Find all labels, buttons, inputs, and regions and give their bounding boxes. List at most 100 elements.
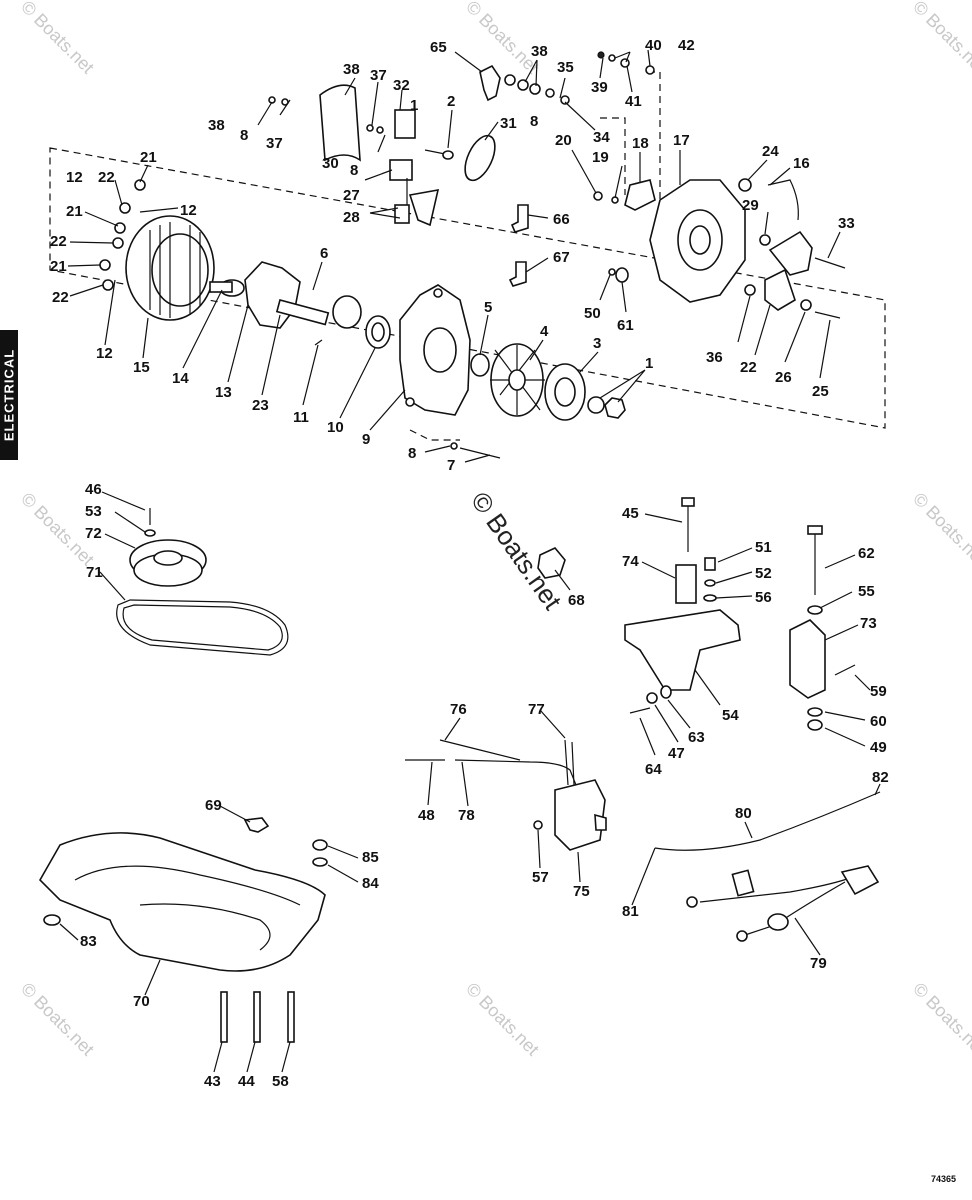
callout: 71 xyxy=(86,564,103,581)
callout: 8 xyxy=(350,162,358,179)
callout: 30 xyxy=(322,155,339,172)
callout: 78 xyxy=(458,807,475,824)
callout: 50 xyxy=(584,305,601,322)
callout: 41 xyxy=(625,93,642,110)
callout: 38 xyxy=(208,117,225,134)
callout: 42 xyxy=(678,37,695,54)
callout: 37 xyxy=(266,135,283,152)
callout: 22 xyxy=(52,289,69,306)
callout: 75 xyxy=(573,883,590,900)
pulley-and-belt xyxy=(116,508,289,656)
callout: 28 xyxy=(343,209,360,226)
callout: 36 xyxy=(706,349,723,366)
callout: 65 xyxy=(430,39,447,56)
watermark: © Boats.net xyxy=(909,979,972,1060)
callout: 16 xyxy=(793,155,810,172)
callout: 2 xyxy=(447,93,455,110)
callout: 33 xyxy=(838,215,855,232)
callout: 80 xyxy=(735,805,752,822)
slip-ring-parts xyxy=(424,134,496,182)
callout: 58 xyxy=(272,1073,289,1090)
callout: 43 xyxy=(204,1073,221,1090)
callout: 49 xyxy=(870,739,887,756)
callout: 61 xyxy=(617,317,634,334)
callout: 76 xyxy=(450,701,467,718)
callout: 63 xyxy=(688,729,705,746)
callout: 84 xyxy=(362,875,379,892)
callout: 9 xyxy=(362,431,370,448)
callout: 21 xyxy=(66,203,83,220)
callout: 45 xyxy=(622,505,639,522)
callout: 85 xyxy=(362,849,379,866)
watermark: © Boats.net xyxy=(909,489,972,570)
callout: 27 xyxy=(343,187,360,204)
callout: 81 xyxy=(622,903,639,920)
callout: 14 xyxy=(172,370,189,387)
callout: 12 xyxy=(96,345,113,362)
drive-end-frame xyxy=(399,284,471,416)
figure-code: 74365 xyxy=(930,1174,956,1184)
callout: 69 xyxy=(205,797,222,814)
callout: 52 xyxy=(755,565,772,582)
callout: 6 xyxy=(320,245,328,262)
callout: 23 xyxy=(252,397,269,414)
callout: 64 xyxy=(645,761,662,778)
callout: 31 xyxy=(500,115,517,132)
callout: 17 xyxy=(673,132,690,149)
callout: 40 xyxy=(645,37,662,54)
callout: 1 xyxy=(645,355,653,372)
callout: 35 xyxy=(557,59,574,76)
callout: 22 xyxy=(98,169,115,186)
callout: 48 xyxy=(418,807,435,824)
callout: 5 xyxy=(484,299,492,316)
callout: 11 xyxy=(293,409,309,426)
callout: 12 xyxy=(180,202,197,219)
callout: 12 xyxy=(66,169,83,186)
callout: 20 xyxy=(555,132,572,149)
callout: 22 xyxy=(740,359,757,376)
callout: 55 xyxy=(858,583,875,600)
clamp xyxy=(537,547,566,579)
wire-harness xyxy=(654,791,881,942)
terminal-hardware xyxy=(268,51,655,134)
slip-ring-end-frame xyxy=(649,178,799,303)
stator xyxy=(99,179,215,321)
callout: 7 xyxy=(447,457,455,474)
callout: 82 xyxy=(872,769,889,786)
callout: 57 xyxy=(532,869,549,886)
clips xyxy=(508,204,529,287)
callout: 66 xyxy=(553,211,570,228)
callout: 68 xyxy=(568,592,585,609)
callout: 67 xyxy=(553,249,570,266)
callout: 29 xyxy=(742,197,759,214)
mounting-bracket xyxy=(624,497,741,714)
callout: 74 xyxy=(622,553,639,570)
callout: 3 xyxy=(593,335,601,352)
callout: 59 xyxy=(870,683,887,700)
callout: 21 xyxy=(140,149,157,166)
callout: 83 xyxy=(80,933,97,950)
callout: 44 xyxy=(238,1073,255,1090)
callout: 62 xyxy=(858,545,875,562)
watermark: © Boats.net xyxy=(17,0,98,78)
callout: 8 xyxy=(530,113,538,130)
callout: 18 xyxy=(632,135,649,152)
callout: 72 xyxy=(85,525,102,542)
callout: 38 xyxy=(343,61,360,78)
callout: 47 xyxy=(668,745,685,762)
callout: 38 xyxy=(531,43,548,60)
callout: 19 xyxy=(592,149,609,166)
callout: 70 xyxy=(133,993,150,1010)
bearing-parts xyxy=(314,295,391,349)
callout: 10 xyxy=(327,419,344,436)
isolator-bracket xyxy=(789,525,856,731)
callout: 39 xyxy=(591,79,608,96)
callout: 8 xyxy=(240,127,248,144)
belt-guard-cover xyxy=(39,817,328,1043)
callout: 21 xyxy=(50,258,67,275)
callout: 60 xyxy=(870,713,887,730)
callout: 32 xyxy=(393,77,410,94)
callout: 8 xyxy=(408,445,416,462)
leader-lines xyxy=(59,49,881,1073)
callout: 56 xyxy=(755,589,772,606)
